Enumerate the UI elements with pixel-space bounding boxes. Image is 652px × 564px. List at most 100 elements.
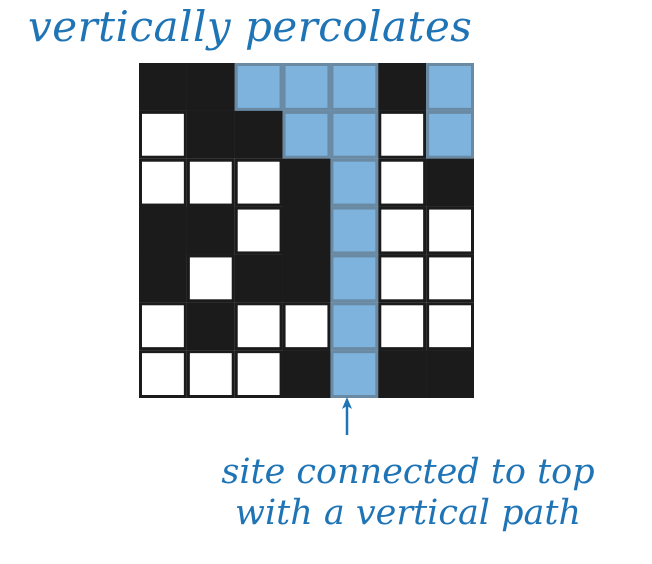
open-site-r3-c6	[378, 158, 427, 207]
cell-border-r1-c5	[330, 63, 379, 111]
blocked-site-r2-c3	[234, 110, 283, 159]
open-site-r7-c3	[234, 350, 283, 398]
cell-border-r1-c1	[139, 63, 187, 111]
cell-border-r6-c3	[234, 302, 283, 351]
full-site-r6-c5	[330, 302, 379, 351]
cell-border-r7-c4	[282, 350, 331, 398]
cell-border-r1-c3	[234, 63, 283, 111]
cell-border-r7-c6	[378, 350, 427, 398]
open-site-r3-c3	[234, 158, 283, 207]
open-site-r6-c3	[234, 302, 283, 351]
open-site-r5-c7	[426, 254, 474, 303]
full-site-r2-c4	[282, 110, 331, 159]
cell-border-r6-c6	[378, 302, 427, 351]
cell-border-r7-c2	[186, 350, 235, 398]
open-site-r7-c1	[139, 350, 187, 398]
cell-border-r1-c7	[426, 63, 474, 111]
full-site-r4-c5	[330, 206, 379, 255]
cell-border-r5-c3	[234, 254, 283, 303]
cell-border-r2-c6	[378, 110, 427, 159]
blocked-site-r3-c4	[282, 158, 331, 207]
cell-border-r5-c2	[186, 254, 235, 303]
cell-border-r5-c1	[139, 254, 187, 303]
cell-border-r7-c1	[139, 350, 187, 398]
cell-border-r3-c6	[378, 158, 427, 207]
cell-border-r3-c2	[186, 158, 235, 207]
cell-border-r3-c4	[282, 158, 331, 207]
cell-border-r7-c3	[234, 350, 283, 398]
blocked-site-r1-c6	[378, 63, 427, 111]
cell-border-r3-c7	[426, 158, 474, 207]
full-site-r2-c7	[426, 110, 474, 159]
full-site-r5-c5	[330, 254, 379, 303]
cell-border-r2-c1	[139, 110, 187, 159]
open-site-r4-c6	[378, 206, 427, 255]
open-site-r6-c4	[282, 302, 331, 351]
full-site-r1-c7	[426, 63, 474, 111]
cell-border-r2-c7	[426, 110, 474, 159]
percolation-grid-svg	[139, 63, 474, 398]
cell-border-r3-c5	[330, 158, 379, 207]
full-site-r3-c5	[330, 158, 379, 207]
cell-border-r5-c5	[330, 254, 379, 303]
cell-border-r6-c5	[330, 302, 379, 351]
blocked-site-r4-c2	[186, 206, 235, 255]
cell-border-r6-c7	[426, 302, 474, 351]
cell-border-r6-c4	[282, 302, 331, 351]
blocked-site-r2-c2	[186, 110, 235, 159]
full-site-r1-c3	[234, 63, 283, 111]
cell-border-r6-c1	[139, 302, 187, 351]
cell-border-r7-c7	[426, 350, 474, 398]
blocked-site-r7-c6	[378, 350, 427, 398]
cell-border-r4-c3	[234, 206, 283, 255]
open-site-r5-c2	[186, 254, 235, 303]
caption-line-1: site connected to top	[221, 452, 595, 492]
cell-border-r3-c3	[234, 158, 283, 207]
arrow-caption: site connected to top with a vertical pa…	[198, 452, 618, 534]
open-site-r6-c7	[426, 302, 474, 351]
cell-border-r4-c7	[426, 206, 474, 255]
cell-border-r2-c2	[186, 110, 235, 159]
blocked-site-r4-c1	[139, 206, 187, 255]
arrow-icon	[342, 397, 352, 435]
cell-border-r4-c6	[378, 206, 427, 255]
cell-border-r4-c1	[139, 206, 187, 255]
caption-line-2: with a vertical path	[234, 493, 582, 533]
open-site-r7-c2	[186, 350, 235, 398]
cell-border-r7-c5	[330, 350, 379, 398]
open-site-r5-c6	[378, 254, 427, 303]
blocked-site-r5-c1	[139, 254, 187, 303]
full-site-r1-c5	[330, 63, 379, 111]
blocked-site-r6-c2	[186, 302, 235, 351]
blocked-site-r7-c4	[282, 350, 331, 398]
cell-border-r3-c1	[139, 158, 187, 207]
blocked-site-r7-c7	[426, 350, 474, 398]
open-site-r6-c6	[378, 302, 427, 351]
open-site-r3-c2	[186, 158, 235, 207]
cell-border-r1-c2	[186, 63, 235, 111]
open-site-r4-c3	[234, 206, 283, 255]
blocked-site-r1-c2	[186, 63, 235, 111]
percolation-grid	[139, 63, 474, 398]
blocked-site-r1-c1	[139, 63, 187, 111]
diagram-title: vertically percolates	[28, 2, 473, 51]
open-site-r2-c6	[378, 110, 427, 159]
open-site-r4-c7	[426, 206, 474, 255]
blocked-site-r5-c3	[234, 254, 283, 303]
blocked-site-r4-c4	[282, 206, 331, 255]
cell-border-r2-c4	[282, 110, 331, 159]
cell-border-r1-c4	[282, 63, 331, 111]
cell-border-r6-c2	[186, 302, 235, 351]
cell-border-r5-c6	[378, 254, 427, 303]
full-site-r7-c5	[330, 350, 379, 398]
cell-border-r5-c4	[282, 254, 331, 303]
open-site-r6-c1	[139, 302, 187, 351]
cell-border-r4-c2	[186, 206, 235, 255]
cell-border-r2-c5	[330, 110, 379, 159]
blocked-site-r3-c7	[426, 158, 474, 207]
cell-border-r5-c7	[426, 254, 474, 303]
full-site-r2-c5	[330, 110, 379, 159]
cell-border-r2-c3	[234, 110, 283, 159]
cell-border-r4-c5	[330, 206, 379, 255]
cell-border-r4-c4	[282, 206, 331, 255]
